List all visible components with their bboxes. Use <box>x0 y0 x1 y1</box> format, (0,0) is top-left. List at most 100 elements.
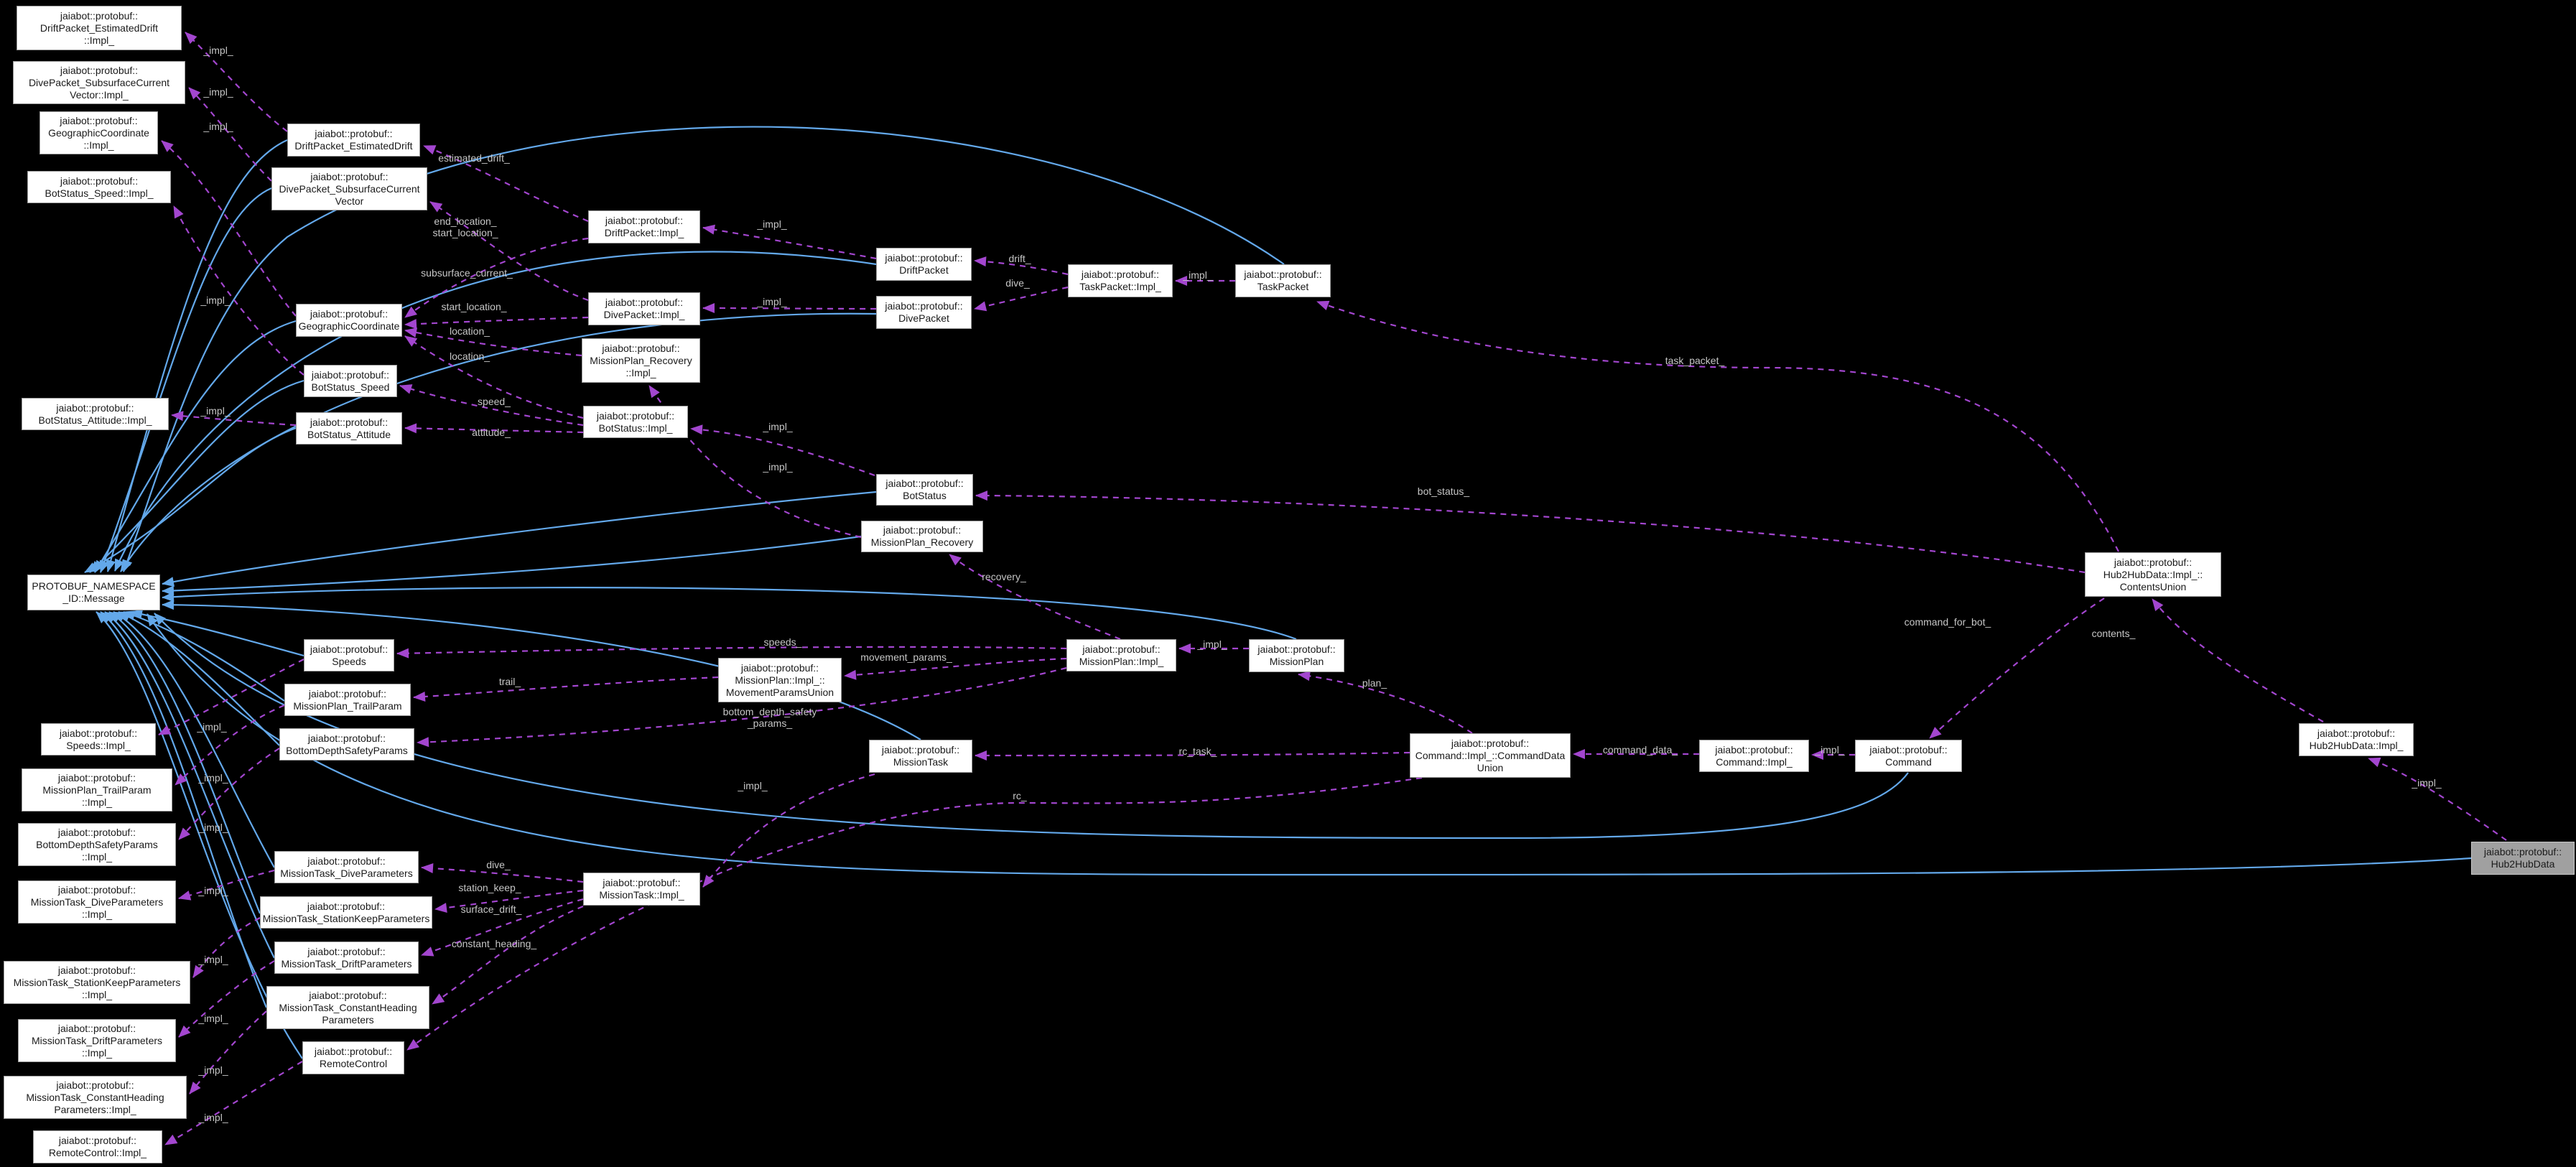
edge-impl-bottomdepthsafetyparams <box>178 748 280 840</box>
botstatus-speed[interactable]: jaiabot::protobuf:: BotStatus_Speed <box>304 365 397 397</box>
missiontask-diveparameters-impl[interactable]: jaiabot::protobuf:: MissionTask_DivePara… <box>18 880 176 924</box>
bottomdepthsafetyparams-impl[interactable]: jaiabot::protobuf:: BottomDepthSafetyPar… <box>18 823 176 866</box>
geographiccoordinate[interactable]: jaiabot::protobuf:: GeographicCoordinate <box>296 304 402 337</box>
edge-impl-botstatus <box>690 424 875 477</box>
divepacket-subsurfacecurrentvector-impl[interactable]: jaiabot::protobuf:: DivePacket_Subsurfac… <box>13 61 185 104</box>
edge-impl-missionplan-trailparam <box>175 704 285 786</box>
edge-location-recovery <box>404 327 582 357</box>
hub2hubdata-impl-contentsunion[interactable]: jaiabot::protobuf:: Hub2HubData::Impl_::… <box>2085 552 2221 597</box>
edge-speeds <box>396 646 1067 659</box>
botstatus-attitude-impl[interactable]: jaiabot::protobuf:: BotStatus_Attitude::… <box>22 398 169 430</box>
driftpacket-estimateddrift-impl[interactable]: jaiabot::protobuf:: DriftPacket_Estimate… <box>17 6 182 50</box>
edge-inherit-botstatus-speed <box>89 379 304 573</box>
edge-plan <box>1298 671 1473 734</box>
edge-rc-task <box>975 750 1410 761</box>
edge-rc <box>406 776 1423 1051</box>
driftpacket[interactable]: jaiabot::protobuf:: DriftPacket <box>876 248 972 281</box>
botstatus[interactable]: jaiabot::protobuf:: BotStatus <box>876 474 973 506</box>
edge-impl-divepacket-subsurfacecurrentvector <box>188 87 272 182</box>
missionplan-trailparam-impl[interactable]: jaiabot::protobuf:: MissionPlan_TrailPar… <box>22 768 172 812</box>
edge-inherit-divepacket-subsurfacecurrentvector <box>99 187 272 573</box>
edge-command-for-bot <box>1929 598 2105 739</box>
edge-inherit-missiontask-stationkeepparameters <box>108 611 261 914</box>
edge-location-botstatus <box>404 335 584 419</box>
missiontask-stationkeepparameters[interactable]: jaiabot::protobuf:: MissionTask_StationK… <box>260 896 432 929</box>
edge-inherit-driftpacket <box>113 251 877 572</box>
edge-estimated-drift <box>423 144 589 223</box>
edge-inherit-missiontask-driftparameters <box>104 611 275 959</box>
missiontask-diveparameters[interactable]: jaiabot::protobuf:: MissionTask_DivePara… <box>274 851 419 883</box>
missiontask-impl[interactable]: jaiabot::protobuf:: MissionTask::Impl_ <box>583 873 700 906</box>
missionplan-impl-movementparamsunion[interactable]: jaiabot::protobuf:: MissionPlan::Impl_::… <box>718 658 842 702</box>
speeds-impl[interactable]: jaiabot::protobuf:: Speeds::Impl_ <box>41 723 156 755</box>
divepacket[interactable]: jaiabot::protobuf:: DivePacket <box>876 296 972 329</box>
missiontask[interactable]: jaiabot::protobuf:: MissionTask <box>869 740 972 773</box>
edge-inherit-missionplan-recovery <box>162 535 862 596</box>
missionplan-recovery[interactable]: jaiabot::protobuf:: MissionPlan_Recovery <box>861 521 983 552</box>
edge-impl-driftpacket-estimateddrift <box>185 32 288 132</box>
missiontask-stationkeepparameters-impl[interactable]: jaiabot::protobuf:: MissionTask_StationK… <box>4 961 190 1004</box>
edge-end-start-location <box>404 237 589 318</box>
edge-impl-missiontask-diveparameters <box>178 869 275 901</box>
edge-impl-speeds <box>158 659 304 735</box>
botstatus-speed-impl[interactable]: jaiabot::protobuf:: BotStatus_Speed::Imp… <box>27 171 171 203</box>
missionplan-trailparam[interactable]: jaiabot::protobuf:: MissionPlan_TrailPar… <box>284 684 411 716</box>
edge-impl-divepacket <box>702 303 877 314</box>
protobuf-namespace-id-message[interactable]: PROTOBUF_NAMESPACE _ID::Message <box>27 575 160 610</box>
edge-surface-drift <box>421 898 584 957</box>
missiontask-driftparameters-impl[interactable]: jaiabot::protobuf:: MissionTask_DriftPar… <box>18 1019 176 1062</box>
edge-drift <box>974 256 1069 276</box>
missionplan-impl[interactable]: jaiabot::protobuf:: MissionPlan::Impl_ <box>1066 639 1176 671</box>
missiontask-constantheadingparameters-impl[interactable]: jaiabot::protobuf:: MissionTask_Constant… <box>4 1076 187 1119</box>
missionplan-recovery-impl[interactable]: jaiabot::protobuf:: MissionPlan_Recovery… <box>582 338 700 383</box>
missionplan[interactable]: jaiabot::protobuf:: MissionPlan <box>1249 639 1344 672</box>
edge-contents <box>2152 598 2324 722</box>
edge-inherit-missionplan-trailparam <box>123 610 285 702</box>
edge-impl-botstatus-attitude <box>171 411 297 427</box>
command-impl[interactable]: jaiabot::protobuf:: Command::Impl_ <box>1699 740 1809 772</box>
edge-impl-hub2hubdata <box>2368 757 2507 841</box>
edge-inherit-hub2hubdata <box>147 613 2472 876</box>
hub2hubdata-impl[interactable]: jaiabot::protobuf:: Hub2HubData::Impl_ <box>2299 723 2414 756</box>
divepacket-impl[interactable]: jaiabot::protobuf:: DivePacket::Impl_ <box>588 292 700 325</box>
edge-inherit-bottomdepthsafetyparams <box>118 610 280 746</box>
edge-recovery <box>949 554 1121 641</box>
geographiccoordinate-impl[interactable]: jaiabot::protobuf:: GeographicCoordinate… <box>39 111 158 154</box>
edge-impl-missiontask-stationkeepparameters <box>192 917 261 978</box>
command-impl-commanddataunion[interactable]: jaiabot::protobuf:: Command::Impl_::Comm… <box>1410 733 1571 778</box>
edge-impl-missiontask-constantheadingparameters <box>189 1010 267 1094</box>
speeds[interactable]: jaiabot::protobuf:: Speeds <box>304 639 394 671</box>
edge-subsurface-current <box>429 201 589 302</box>
edge-impl-driftpacket <box>702 224 877 260</box>
edge-speed <box>399 384 584 427</box>
edge-inherit-missiontask-diveparameters <box>113 611 275 868</box>
edge-inherit-remotecontrol <box>96 611 303 1059</box>
edge-impl-missiontask <box>702 773 875 888</box>
edge-impl-botstatus-speed <box>173 205 304 376</box>
edge-inherit-driftpacket-estimateddrift <box>106 139 288 572</box>
command[interactable]: jaiabot::protobuf:: Command <box>1855 740 1962 772</box>
remotecontrol-impl[interactable]: jaiabot::protobuf:: RemoteControl::Impl_ <box>33 1130 162 1163</box>
driftpacket-impl[interactable]: jaiabot::protobuf:: DriftPacket::Impl_ <box>588 210 700 243</box>
edge-station-keep <box>434 889 584 913</box>
taskpacket[interactable]: jaiabot::protobuf:: TaskPacket <box>1235 264 1331 297</box>
driftpacket-estimateddrift[interactable]: jaiabot::protobuf:: DriftPacket_Estimate… <box>287 124 420 157</box>
edge-inherit-botstatus-attitude <box>84 427 297 573</box>
remotecontrol[interactable]: jaiabot::protobuf:: RemoteControl <box>302 1041 404 1074</box>
edge-bottom-depth-safety-params <box>417 666 1067 748</box>
botstatus-attitude[interactable]: jaiabot::protobuf:: BotStatus_Attitude <box>296 412 402 445</box>
divepacket-subsurfacecurrentvector[interactable]: jaiabot::protobuf:: DivePacket_Subsurfac… <box>271 167 427 210</box>
missiontask-driftparameters[interactable]: jaiabot::protobuf:: MissionTask_DriftPar… <box>274 941 419 974</box>
edge-impl-geographiccoordinate <box>161 140 297 317</box>
edge-attitude <box>404 423 584 434</box>
edge-trail <box>413 676 719 702</box>
edge-start-location <box>404 316 589 330</box>
botstatus-impl[interactable]: jaiabot::protobuf:: BotStatus::Impl_ <box>583 406 688 438</box>
missiontask-constantheadingparameters[interactable]: jaiabot::protobuf:: MissionTask_Constant… <box>266 986 429 1029</box>
bottomdepthsafetyparams[interactable]: jaiabot::protobuf:: BottomDepthSafetyPar… <box>279 728 414 761</box>
edge-dive-task <box>421 863 584 883</box>
edge-bot-status <box>975 490 2086 574</box>
edge-impl-missiontask-driftparameters <box>178 960 275 1038</box>
taskpacket-impl[interactable]: jaiabot::protobuf:: TaskPacket::Impl_ <box>1068 264 1173 297</box>
